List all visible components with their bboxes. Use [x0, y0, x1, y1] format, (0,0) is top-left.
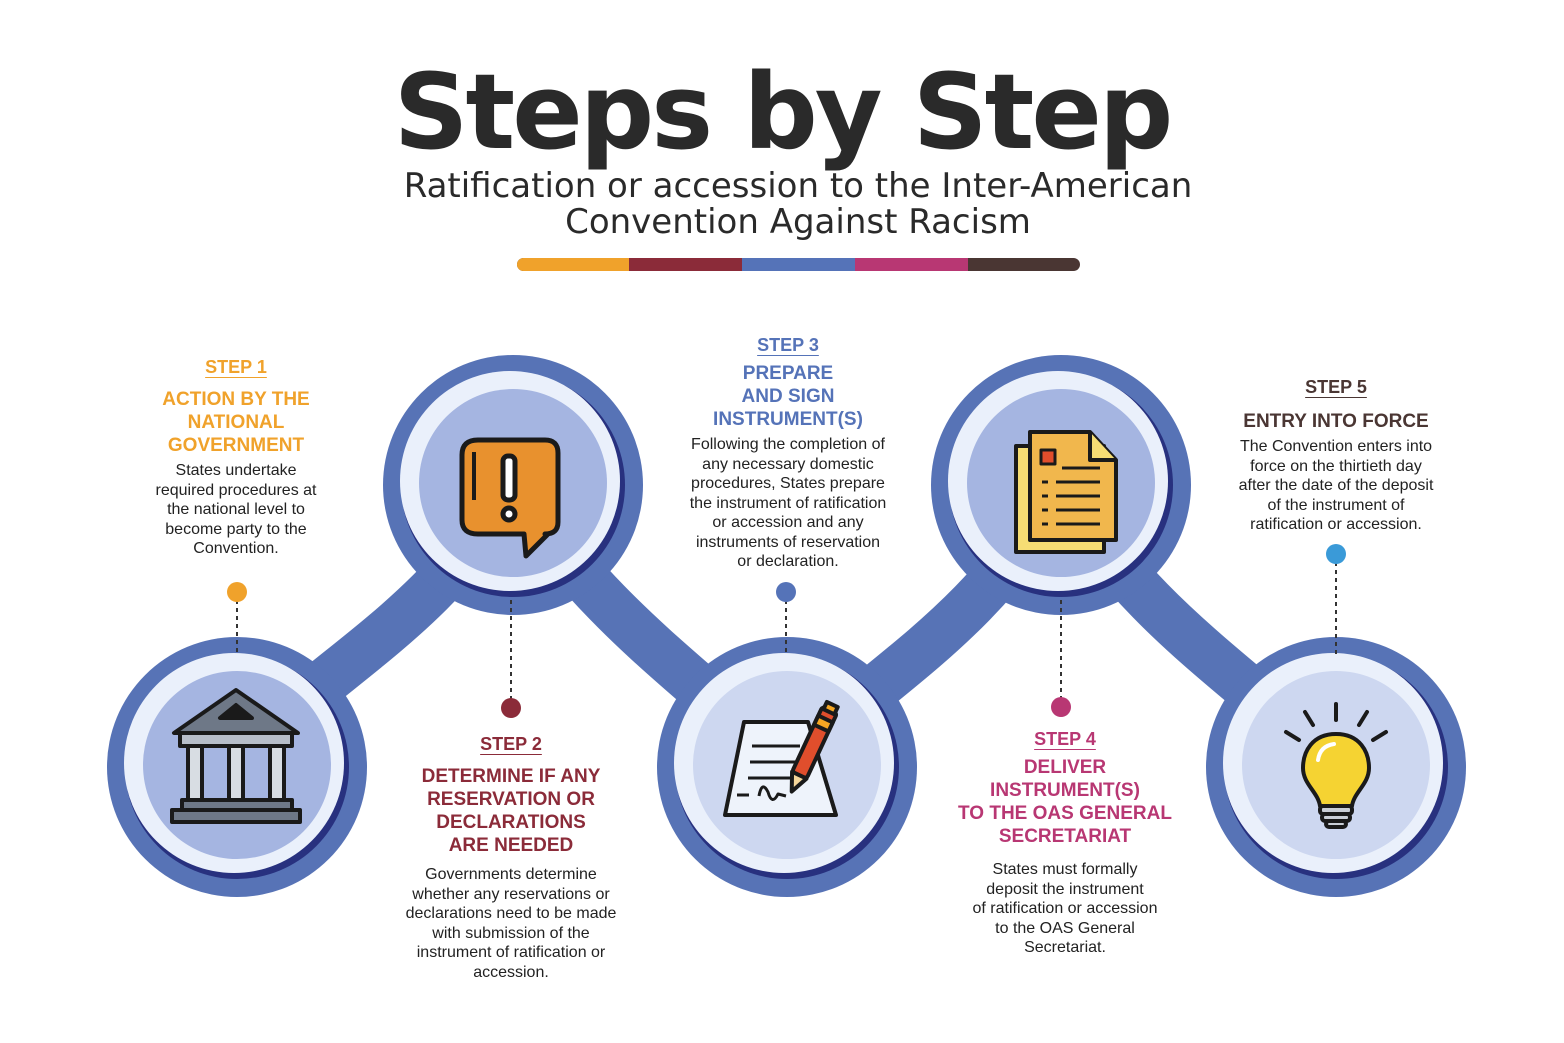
step-5-label: STEP 5 — [1305, 377, 1367, 397]
step-2-desc-line: accession. — [473, 963, 549, 981]
step-2-heading-line: RESERVATION OR — [427, 789, 595, 810]
step-1-desc-line: become party to the — [165, 520, 307, 538]
step-3-heading-line: PREPARE — [742, 363, 834, 384]
step-4-heading: DELIVER INSTRUMENT(S) TO THE OAS GENERAL… — [940, 756, 1190, 848]
subtitle-line-2: Convention Against Racism — [565, 202, 1031, 242]
step-2-desc-line: declarations need to be made — [405, 905, 617, 922]
step-3-desc-line: procedures, States prepare — [691, 475, 885, 492]
exclamation-speech-bubble-icon — [459, 437, 561, 559]
step-5-desc-line: of the instrument of — [1267, 496, 1405, 514]
step-4-desc-line: States must formally — [992, 861, 1138, 878]
step-4-text: STEP 4 DELIVER INSTRUMENT(S) TO THE OAS … — [940, 729, 1190, 958]
step-5-desc-line: ratification or accession. — [1250, 516, 1422, 533]
step-1-heading-line: NATIONAL — [187, 412, 285, 433]
step-1-desc-line: Convention. — [193, 540, 279, 557]
step-3-desc-line: or accession and any — [712, 514, 864, 531]
step-3-desc-line: the instrument of ratification — [689, 494, 887, 512]
step-2-desc-line: Governments determine — [425, 866, 597, 883]
step-1-heading-line: GOVERNMENT — [167, 435, 305, 456]
step-3-description: Following the completion of any necessar… — [660, 435, 916, 572]
step-5-desc-line: force on the thirtieth day — [1250, 457, 1422, 475]
step-1-heading: ACTION BY THE NATIONAL GOVERNMENT — [130, 388, 342, 457]
step-3-label: STEP 3 — [757, 335, 819, 355]
step-2-description: Governments determine whether any reserv… — [380, 865, 642, 982]
light-bulb-icon — [1284, 702, 1388, 829]
step-1-desc-line: the national level to — [167, 501, 305, 518]
step-3-desc-line: or declaration. — [737, 553, 839, 570]
step-4-heading-line: SECRETARIAT — [998, 826, 1132, 847]
page-title: Steps by Step — [393, 51, 1174, 173]
step-2-heading-line: DECLARATIONS — [436, 812, 586, 833]
leader-step-5 — [1326, 544, 1346, 655]
step-3-desc-line: any necessary domestic — [702, 455, 874, 473]
step-3-heading-line: AND SIGN — [741, 386, 835, 407]
step-4-heading-line: DELIVER — [1023, 757, 1107, 778]
step-5-desc-line: after the date of the deposit — [1238, 477, 1434, 494]
color-divider-bar — [517, 258, 1080, 271]
step-5-description: The Convention enters into force on the … — [1206, 437, 1466, 535]
step-2-desc-line: with submission of the — [432, 924, 590, 942]
documents-icon — [1014, 430, 1118, 554]
leader-step-2 — [501, 600, 521, 718]
step-2-desc-line: instrument of ratification or — [416, 944, 606, 961]
page-subtitle: Ratification or accession to the Inter-A… — [0, 168, 1564, 240]
subtitle-line-1: Ratification or accession to the Inter-A… — [403, 166, 1193, 206]
step-1-text: STEP 1 ACTION BY THE NATIONAL GOVERNMENT… — [130, 357, 342, 559]
step-2-heading: DETERMINE IF ANY RESERVATION OR DECLARAT… — [380, 765, 642, 857]
step-2-heading-line: DETERMINE IF ANY — [421, 766, 601, 787]
step-4-desc-line: to the OAS General — [995, 919, 1135, 937]
leader-step-3 — [776, 582, 796, 655]
step-4-desc-line: Secretariat. — [1024, 939, 1106, 956]
step-5-heading: ENTRY INTO FORCE — [1206, 410, 1466, 433]
step-4-desc-line: deposit the instrument — [986, 880, 1144, 898]
step-3-desc-line: Following the completion of — [691, 436, 885, 453]
step-1-label: STEP 1 — [205, 357, 267, 377]
step-4-heading-line: TO THE OAS GENERAL — [958, 803, 1172, 824]
step-5-text: STEP 5 ENTRY INTO FORCE The Convention e… — [1206, 377, 1466, 535]
step-3-heading: PREPARE AND SIGN INSTRUMENT(S) — [660, 362, 916, 431]
step-2-label: STEP 2 — [480, 734, 542, 754]
step-5-desc-line: The Convention enters into — [1239, 438, 1433, 455]
step-1-desc-line: required procedures at — [155, 481, 317, 499]
step-3-heading-line: INSTRUMENT(S) — [713, 409, 863, 430]
step-4-desc-line: of ratification or accession — [972, 900, 1158, 917]
step-4-label: STEP 4 — [1034, 729, 1096, 749]
step-3-text: STEP 3 PREPARE AND SIGN INSTRUMENT(S) Fo… — [660, 335, 916, 572]
step-5-heading-line: ENTRY INTO FORCE — [1243, 411, 1429, 432]
step-2-heading-line: ARE NEEDED — [448, 835, 574, 856]
step-1-desc-line: States undertake — [175, 462, 297, 479]
step-3-desc-line: instruments of reservation — [695, 533, 881, 551]
leader-step-4 — [1051, 600, 1071, 717]
step-1-description: States undertake required procedures at … — [130, 461, 342, 559]
step-2-text: STEP 2 DETERMINE IF ANY RESERVATION OR D… — [380, 734, 642, 982]
step-4-description: States must formally deposit the instrum… — [940, 860, 1190, 958]
step-1-heading-line: ACTION BY THE — [162, 389, 310, 410]
step-4-heading-line: INSTRUMENT(S) — [990, 780, 1140, 801]
government-building-icon — [170, 688, 302, 824]
sign-document-pen-icon — [723, 699, 840, 817]
leader-step-1 — [227, 582, 247, 655]
step-2-desc-line: whether any reservations or — [412, 885, 610, 903]
